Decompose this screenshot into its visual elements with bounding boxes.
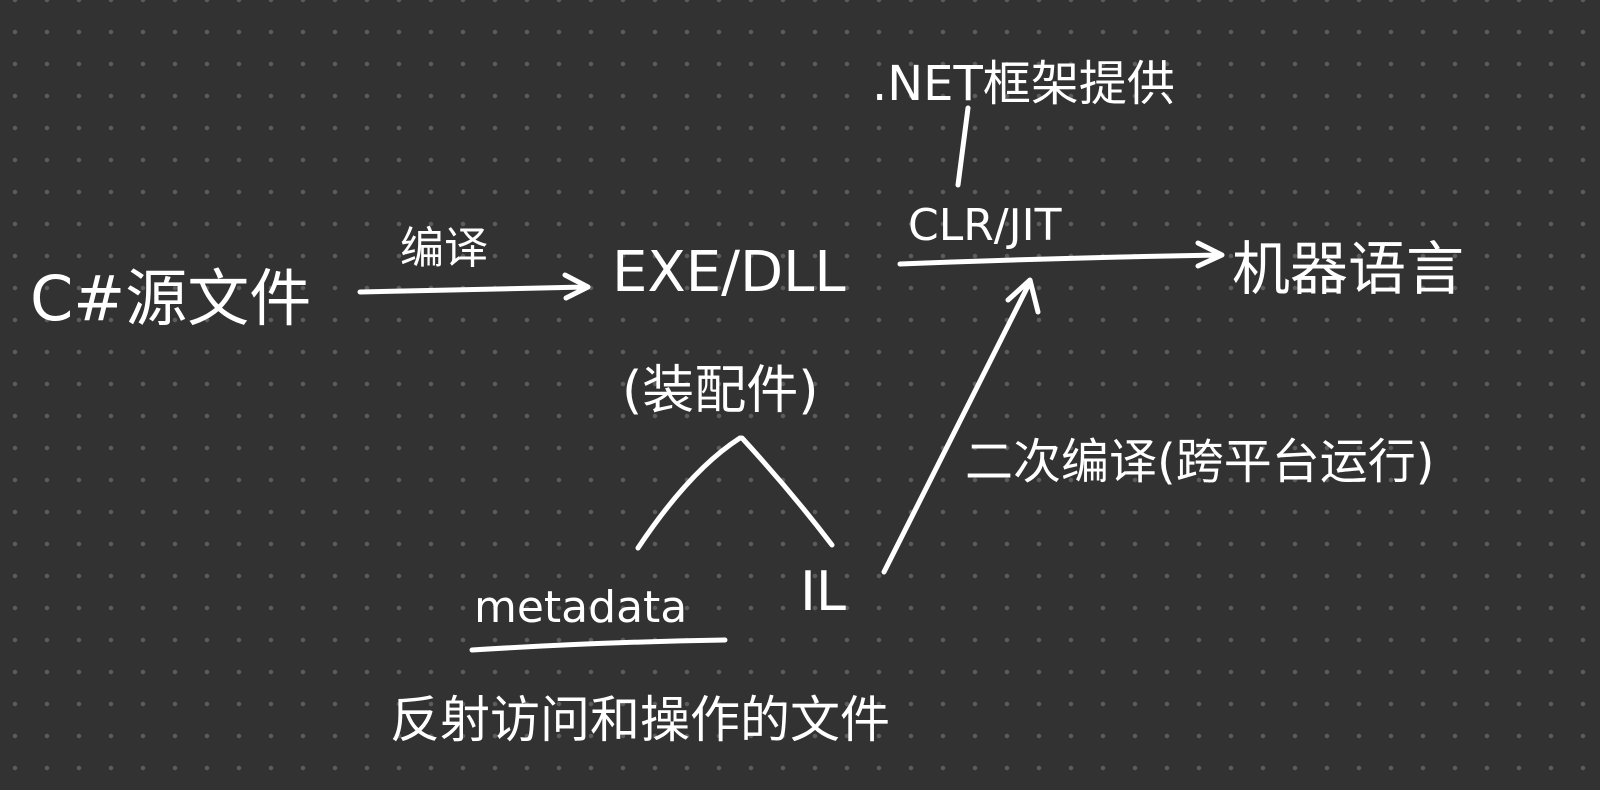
- line-assembly-to-il: [739, 435, 835, 548]
- line-net-to-clr: [955, 105, 971, 188]
- net-framework-label: .NET框架提供: [872, 56, 1175, 112]
- machine-language-label: 机器语言: [1232, 235, 1465, 303]
- exe-dll-label: EXE/DLL: [612, 240, 846, 305]
- metadata-label: metadata: [474, 582, 688, 633]
- arrow-compile: [357, 272, 591, 301]
- metadata-underline: [469, 637, 728, 653]
- arrow-clr-jit: [897, 240, 1225, 269]
- source-file-label: C#源文件: [30, 262, 312, 335]
- second-compile-label: 二次编译(跨平台运行): [965, 434, 1435, 490]
- reflection-note: 反射访问和操作的文件: [390, 691, 890, 749]
- line-assembly-to-metadata: [635, 435, 743, 551]
- arrow-il-to-clr: [881, 277, 1041, 575]
- compile-label: 编译: [400, 223, 488, 274]
- clr-jit-label: CLR/JIT: [908, 200, 1062, 251]
- assembly-label: (装配件): [622, 361, 819, 421]
- il-label: IL: [800, 560, 847, 623]
